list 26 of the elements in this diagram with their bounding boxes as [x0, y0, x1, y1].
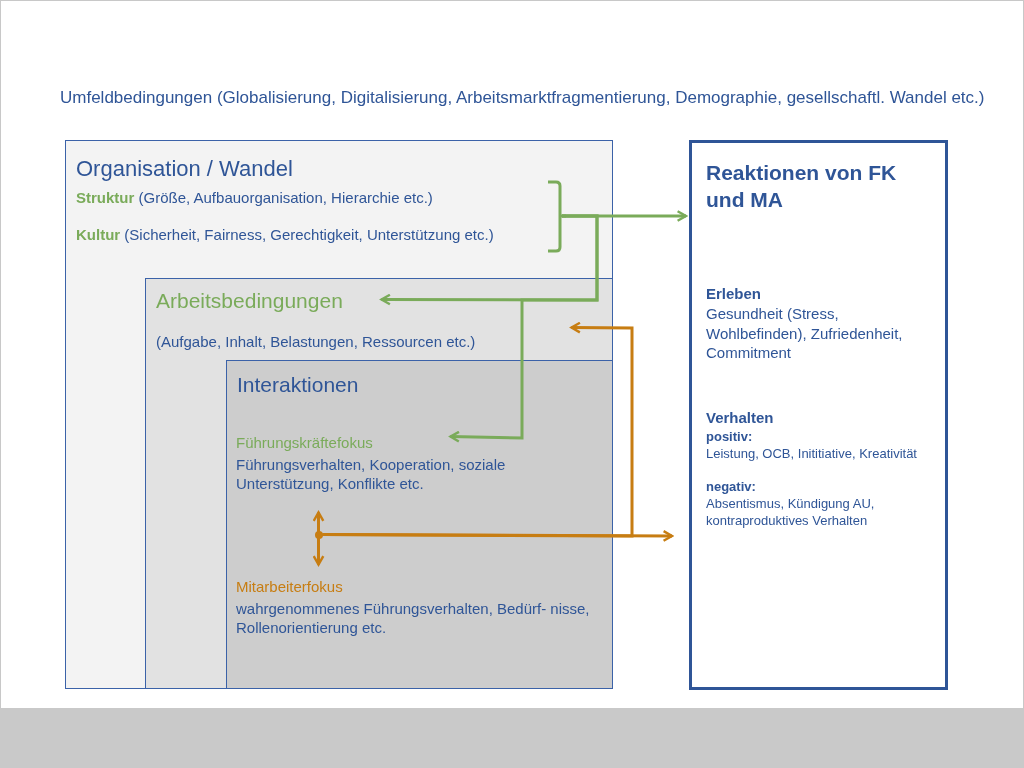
text: Kultur (Sicherheit, Fairness, Gerechtigkeit, Unterstützung etc.) [76, 225, 494, 245]
result-box [689, 140, 948, 690]
arrow [312, 511, 325, 566]
subheading: Führungskräftefokus [236, 433, 373, 453]
heading: Reaktionen von FK und MA [706, 160, 898, 214]
arrow [449, 214, 599, 443]
arrow [322, 321, 634, 538]
text: Führungsverhalten, Kooperation, soziale Unterstützung, Konflikte etc. [236, 454, 507, 494]
text: Struktur (Größe, Aufbauorganisation, Hierarchie etc.) [76, 187, 433, 208]
heading: Arbeitsbedingungen [156, 288, 343, 314]
heading: Interaktionen [237, 372, 359, 398]
title: Umfeldbedingungen (Globalisierung, Digitalisierung, Arbeitsmarktfragmentierung, Demographie, gesellschaftl. Wandel etc.) [60, 88, 985, 108]
subheading: Erleben [706, 283, 762, 304]
subheading: positiv: [706, 429, 753, 446]
group-box [145, 278, 613, 689]
group-box [226, 360, 613, 689]
group-box [65, 140, 613, 689]
subheading: Verhalten [706, 407, 774, 428]
text: Gesundheit (Stress, Wohlbefinden), Zufriedenheit, Commitment [706, 304, 904, 363]
text: Absentismus, Kündigung AU, kontraproduktives Verhalten [706, 495, 876, 530]
subheading: Mitarbeiterfokus [236, 577, 343, 597]
text: (Aufgabe, Inhalt, Belastungen, Ressourcen etc.) [156, 332, 476, 352]
heading: Organisation / Wandel [76, 155, 293, 183]
subheading: negativ: [706, 478, 756, 496]
text: Leistung, OCB, Inititiative, Kreativität [706, 446, 917, 463]
text: wahrgenommenes Führungsverhalten, Bedürf- nisse, Rollenorientierung etc. [236, 598, 591, 638]
